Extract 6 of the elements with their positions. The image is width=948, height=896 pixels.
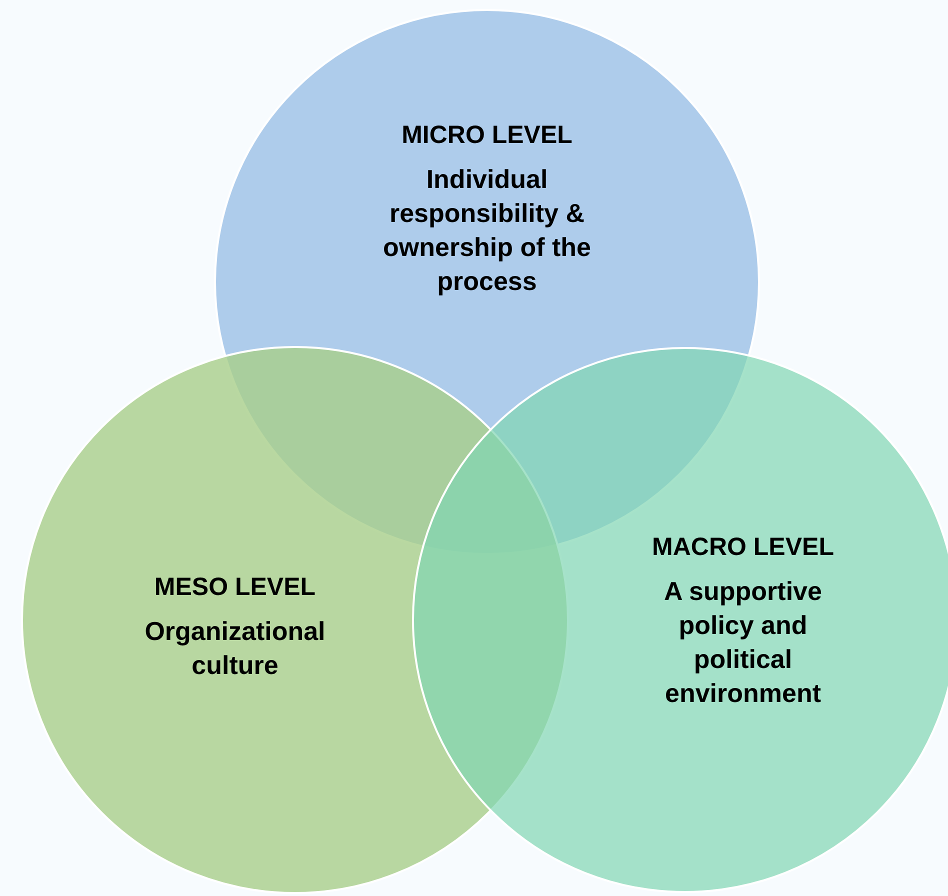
level-heading: MICRO LEVEL — [402, 120, 572, 151]
level-heading: MESO LEVEL — [154, 572, 316, 603]
level-description: A supportive policy and political environment — [663, 575, 823, 710]
level-description: Individual responsibility & ownership of the process — [382, 163, 592, 298]
level-heading: MACRO LEVEL — [652, 532, 834, 563]
level-description: Organizational culture — [144, 615, 326, 682]
